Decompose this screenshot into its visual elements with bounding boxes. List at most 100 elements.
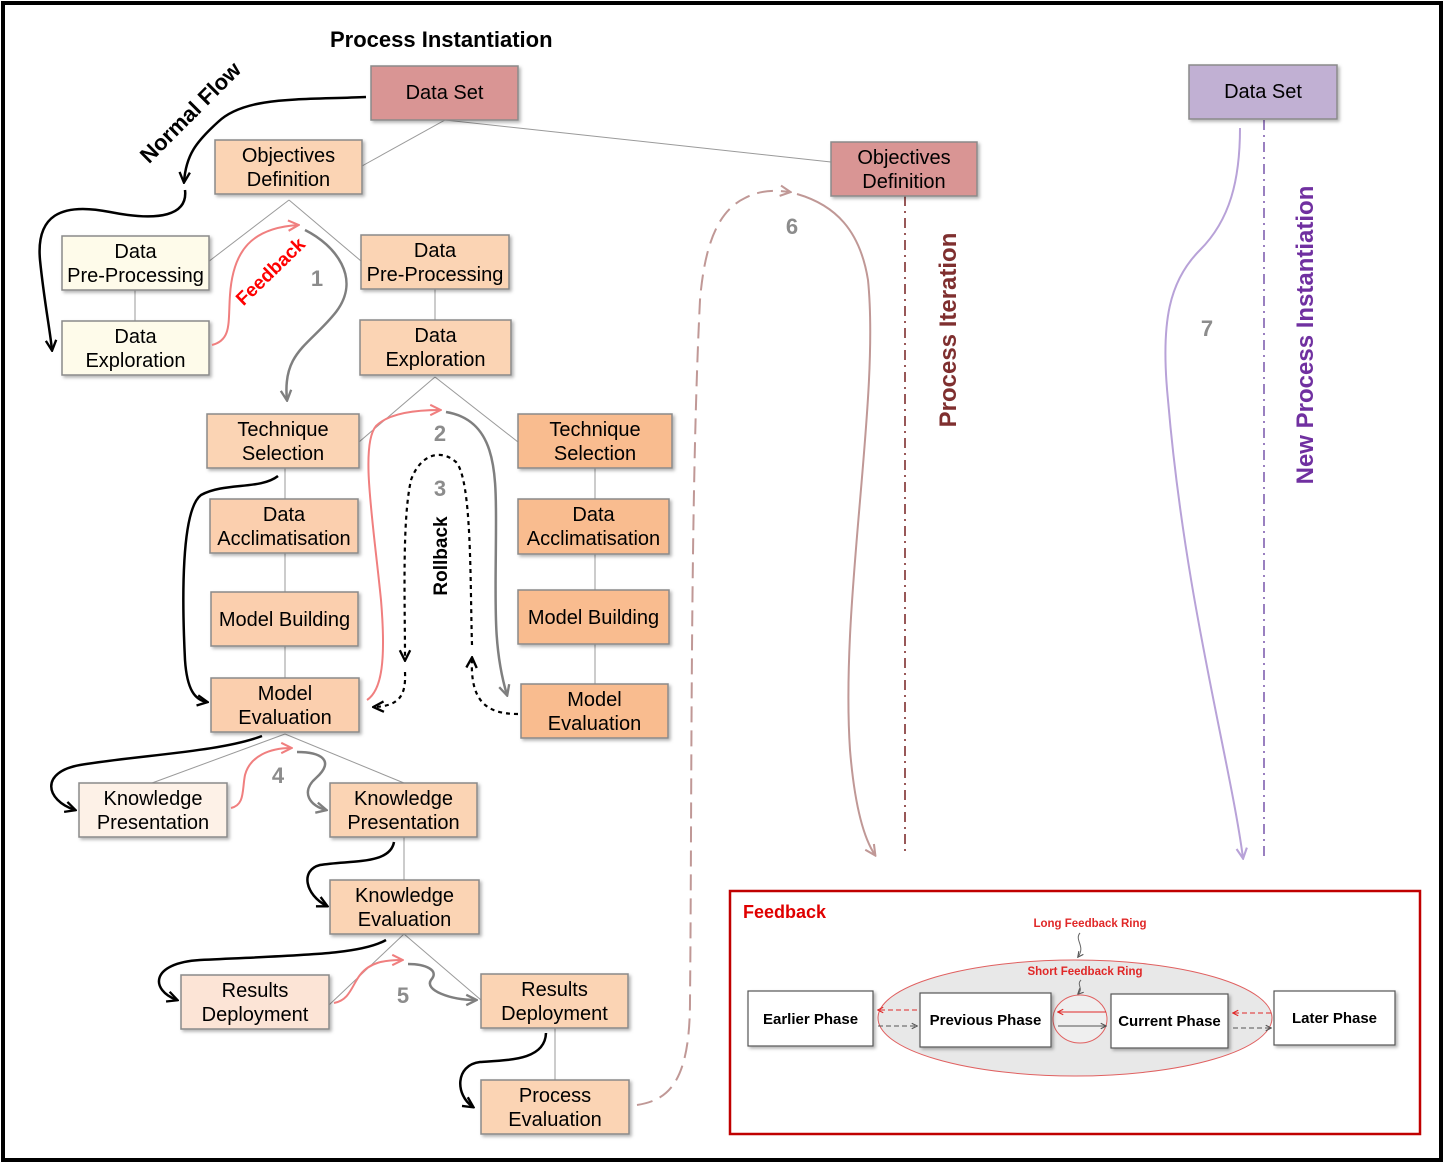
step-number-1: 1 (311, 266, 323, 291)
box-label-line: Evaluation (508, 1109, 601, 1131)
forward-arrow-1 (286, 228, 348, 400)
box-shape (370, 65, 519, 121)
box-shape (210, 677, 360, 733)
box-label-line: Definition (247, 169, 330, 191)
new-instantiation-arrow-7 (1164, 127, 1243, 858)
rollback-label: Rollback (431, 516, 452, 596)
phase-label: Current Phase (1118, 1013, 1221, 1030)
box-shape (78, 782, 228, 838)
box-label-line: Presentation (347, 812, 459, 834)
step-number-2: 2 (434, 421, 446, 446)
box-label-line: Presentation (97, 812, 209, 834)
box-label: Data Set (406, 82, 484, 104)
normal-flow-arrow (157, 938, 387, 1000)
iteration-arrow-6 (796, 193, 875, 855)
legend-title: Feedback (743, 902, 827, 922)
step-number-3: 3 (434, 476, 446, 501)
connector (151, 733, 286, 784)
box-label-line: Data (414, 325, 457, 347)
short-feedback-ring-label: Short Feedback Ring (1027, 966, 1142, 978)
box-label-line: Data (572, 504, 615, 526)
forward-arrow-2 (445, 410, 507, 695)
connector (403, 933, 482, 1001)
box-data-set: Data Set (370, 65, 519, 121)
previous-phase-box: Previous Phase (919, 992, 1052, 1048)
box-shape (360, 234, 510, 290)
box-shape (210, 591, 359, 647)
box-label-line: Data Set (406, 82, 484, 104)
box-label-line: Exploration (385, 349, 485, 371)
box-shape (206, 413, 360, 469)
step-number-6: 6 (786, 214, 798, 239)
box-shape (517, 413, 673, 469)
box-shape (480, 973, 629, 1029)
forward-arrow-4 (296, 750, 326, 810)
long-feedback-ring-label: Long Feedback Ring (1033, 918, 1146, 930)
connector (284, 733, 405, 784)
normal-flow-arrow (184, 95, 367, 182)
phase-box-shape (1273, 990, 1396, 1046)
connector (207, 199, 290, 263)
iteration-return-arrow-6 (636, 191, 790, 1106)
box-data-set-new: Data Set (1188, 64, 1338, 120)
phase-label: Later Phase (1292, 1010, 1377, 1027)
long-ring-pointer (1078, 932, 1081, 957)
step-number-7: 7 (1201, 316, 1213, 341)
connector (358, 376, 436, 443)
rollback-arrow (374, 671, 407, 707)
box-label-line: Knowledge (355, 885, 454, 907)
box-shape (329, 782, 478, 838)
box-label-line: Definition (862, 171, 945, 193)
process-iteration-label: Process Iteration (935, 233, 962, 428)
feedback-legend: Feedback Long Feedback Ring Short Feedba… (728, 889, 1422, 1136)
phase-box-shape (747, 990, 874, 1047)
box-label-line: Knowledge (104, 788, 203, 810)
earlier-phase-box: Earlier Phase (747, 990, 874, 1047)
box-label-line: Pre-Processing (367, 264, 504, 286)
box-shape (61, 320, 210, 376)
box-label-line: Data (414, 240, 457, 262)
box-label-line: Results (222, 980, 289, 1002)
box-label-line: Knowledge (354, 788, 453, 810)
box-label-line: Technique (549, 419, 640, 441)
normal-flow-arrow (50, 734, 263, 810)
rollback-arrow (405, 453, 474, 660)
box-label-line: Acclimatisation (217, 528, 350, 550)
phase-label: Earlier Phase (763, 1011, 858, 1028)
box-label: Data Set (1224, 81, 1302, 103)
feedback-arrow-5 (333, 960, 402, 1004)
box-label-line: Selection (242, 443, 324, 465)
box-label-line: Model Building (219, 609, 350, 631)
phase-box-shape (919, 992, 1052, 1048)
connector (288, 199, 362, 262)
box-label-line: Technique (237, 419, 328, 441)
